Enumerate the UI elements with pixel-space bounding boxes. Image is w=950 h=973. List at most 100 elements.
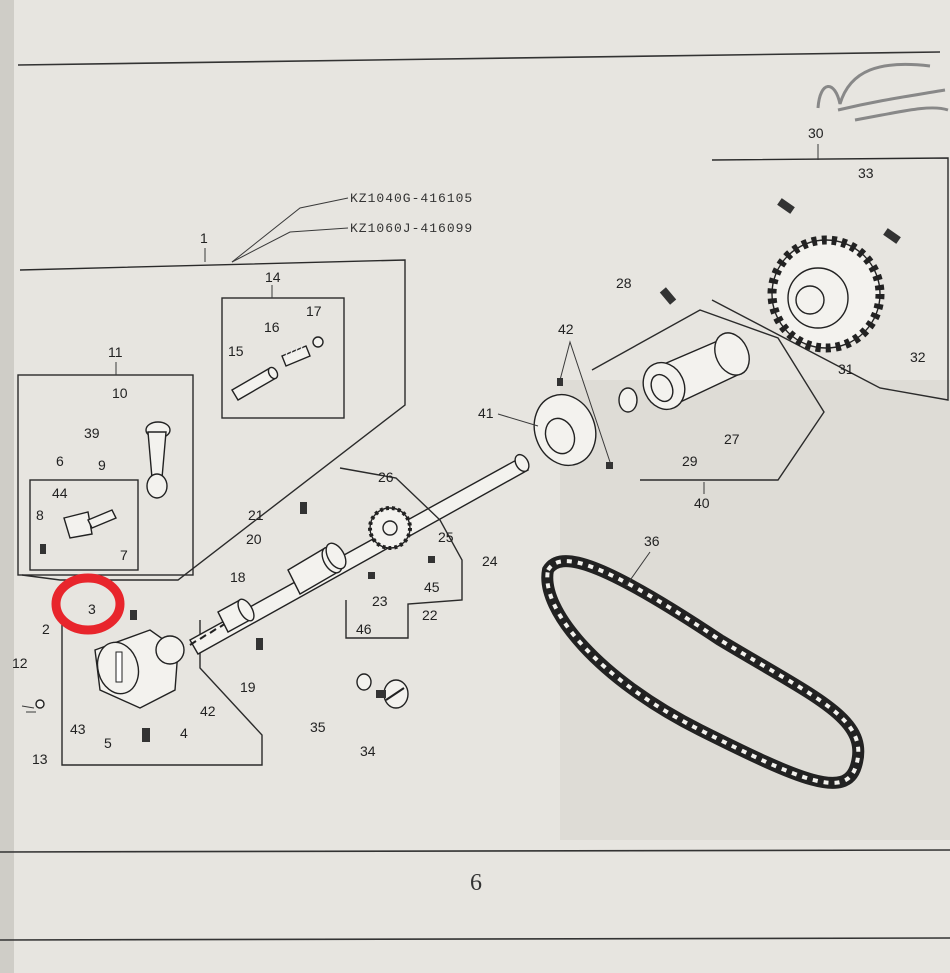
main-shaft-part xyxy=(189,453,530,655)
callout-21: 21 xyxy=(248,507,264,523)
left-page-edge xyxy=(0,0,14,973)
screw-19-part xyxy=(256,638,263,650)
callout-3: 3 xyxy=(88,601,96,617)
right-shadow xyxy=(560,380,950,840)
screw-45-part xyxy=(428,556,435,563)
callout-31: 31 xyxy=(838,361,854,377)
callout-23: 23 xyxy=(372,593,388,609)
callout-12: 12 xyxy=(12,655,28,671)
group-30-outline xyxy=(711,157,949,401)
callout-6: 6 xyxy=(56,453,64,469)
screw-42b-part xyxy=(606,462,613,469)
callout-35: 35 xyxy=(310,719,326,735)
callout-43: 43 xyxy=(70,721,86,737)
callout-44: 44 xyxy=(52,485,68,501)
callout-8: 8 xyxy=(36,507,44,523)
screw-23-part xyxy=(368,572,375,579)
group-11-box xyxy=(17,374,194,576)
callout-36-line xyxy=(625,551,651,587)
callout-32: 32 xyxy=(910,349,926,365)
callout-45: 45 xyxy=(424,579,440,595)
callout-4: 4 xyxy=(180,725,188,741)
callout-19: 19 xyxy=(240,679,256,695)
bottom-rule-1 xyxy=(0,849,950,853)
group-22-outline xyxy=(339,467,463,639)
top-rule xyxy=(17,51,941,66)
callout-41-line xyxy=(497,413,539,427)
code-leader-2 xyxy=(231,227,349,263)
screw-21-part xyxy=(300,502,307,514)
shaft-sprocket-part xyxy=(368,506,412,550)
group-2-outline xyxy=(61,620,263,766)
callout-29: 29 xyxy=(682,453,698,469)
timing-belt-part xyxy=(541,555,865,789)
connecting-rod-part xyxy=(145,421,171,499)
callout-11: 11 xyxy=(108,344,123,360)
spring-part xyxy=(281,343,311,367)
handwritten-scribble xyxy=(816,62,949,122)
callout-42-leader xyxy=(559,340,611,463)
callout-9: 9 xyxy=(98,457,106,473)
flange-part xyxy=(533,393,597,467)
callout-18: 18 xyxy=(230,569,246,585)
callout-41: 41 xyxy=(478,405,494,421)
screw-part xyxy=(40,544,46,554)
callout-34: 34 xyxy=(360,743,376,759)
group-40-outline xyxy=(591,309,825,481)
callout-27: 27 xyxy=(724,431,740,447)
callout-10: 10 xyxy=(112,385,128,401)
pin-part xyxy=(231,366,279,401)
group-14-box xyxy=(221,297,345,419)
bushing-27-part xyxy=(642,332,750,411)
spring-clip-part xyxy=(21,705,36,713)
callout-14: 14 xyxy=(265,269,281,285)
set-screw-part xyxy=(142,728,150,742)
callout-39: 39 xyxy=(84,425,100,441)
bushing-part xyxy=(217,598,255,633)
callout-16: 16 xyxy=(264,319,280,335)
gear-part xyxy=(767,235,885,353)
crank-body-part xyxy=(94,629,185,709)
callout-5: 5 xyxy=(104,735,112,751)
callout-22: 22 xyxy=(422,607,438,623)
callout-20: 20 xyxy=(246,531,262,547)
small-screw-part xyxy=(130,610,137,620)
callout-7: 7 xyxy=(120,547,128,563)
callout-33: 33 xyxy=(858,165,874,181)
screw-34-part xyxy=(376,679,409,709)
washer-35-part xyxy=(356,673,372,691)
callout-1: 1 xyxy=(200,230,208,246)
callout-42: 42 xyxy=(558,321,574,337)
crank-clamp-part xyxy=(63,509,117,539)
callout-40: 40 xyxy=(694,495,710,511)
callout-36: 36 xyxy=(644,533,660,549)
screw-33a-part xyxy=(777,198,795,214)
callout-24: 24 xyxy=(482,553,498,569)
callout-13: 13 xyxy=(32,751,48,767)
screw-28-part xyxy=(659,287,677,305)
bottom-rule-2 xyxy=(0,937,950,941)
group-1-outline xyxy=(19,259,406,581)
code-leader xyxy=(231,197,349,263)
washer-part xyxy=(35,699,45,709)
callout-30: 30 xyxy=(808,125,824,141)
callout-15: 15 xyxy=(228,343,244,359)
callout-26: 26 xyxy=(378,469,394,485)
callout-17: 17 xyxy=(306,303,322,319)
highlight-circle xyxy=(51,573,125,635)
washer-29-part xyxy=(618,387,638,413)
callout-46: 46 xyxy=(356,621,372,637)
page-number: 6 xyxy=(470,870,482,896)
callout-2: 2 xyxy=(42,621,50,637)
callout-28: 28 xyxy=(616,275,632,291)
group-6-box xyxy=(29,479,139,571)
collar-part xyxy=(325,542,347,570)
code-line-2: KZ1060J-416099 xyxy=(350,221,473,236)
screw-33b-part xyxy=(883,228,901,244)
callout-42-lower: 42 xyxy=(200,703,216,719)
callout-25: 25 xyxy=(438,529,454,545)
code-line-1: KZ1040G-416105 xyxy=(350,191,473,206)
screw-42a-part xyxy=(557,378,563,386)
ball-part xyxy=(312,336,324,348)
